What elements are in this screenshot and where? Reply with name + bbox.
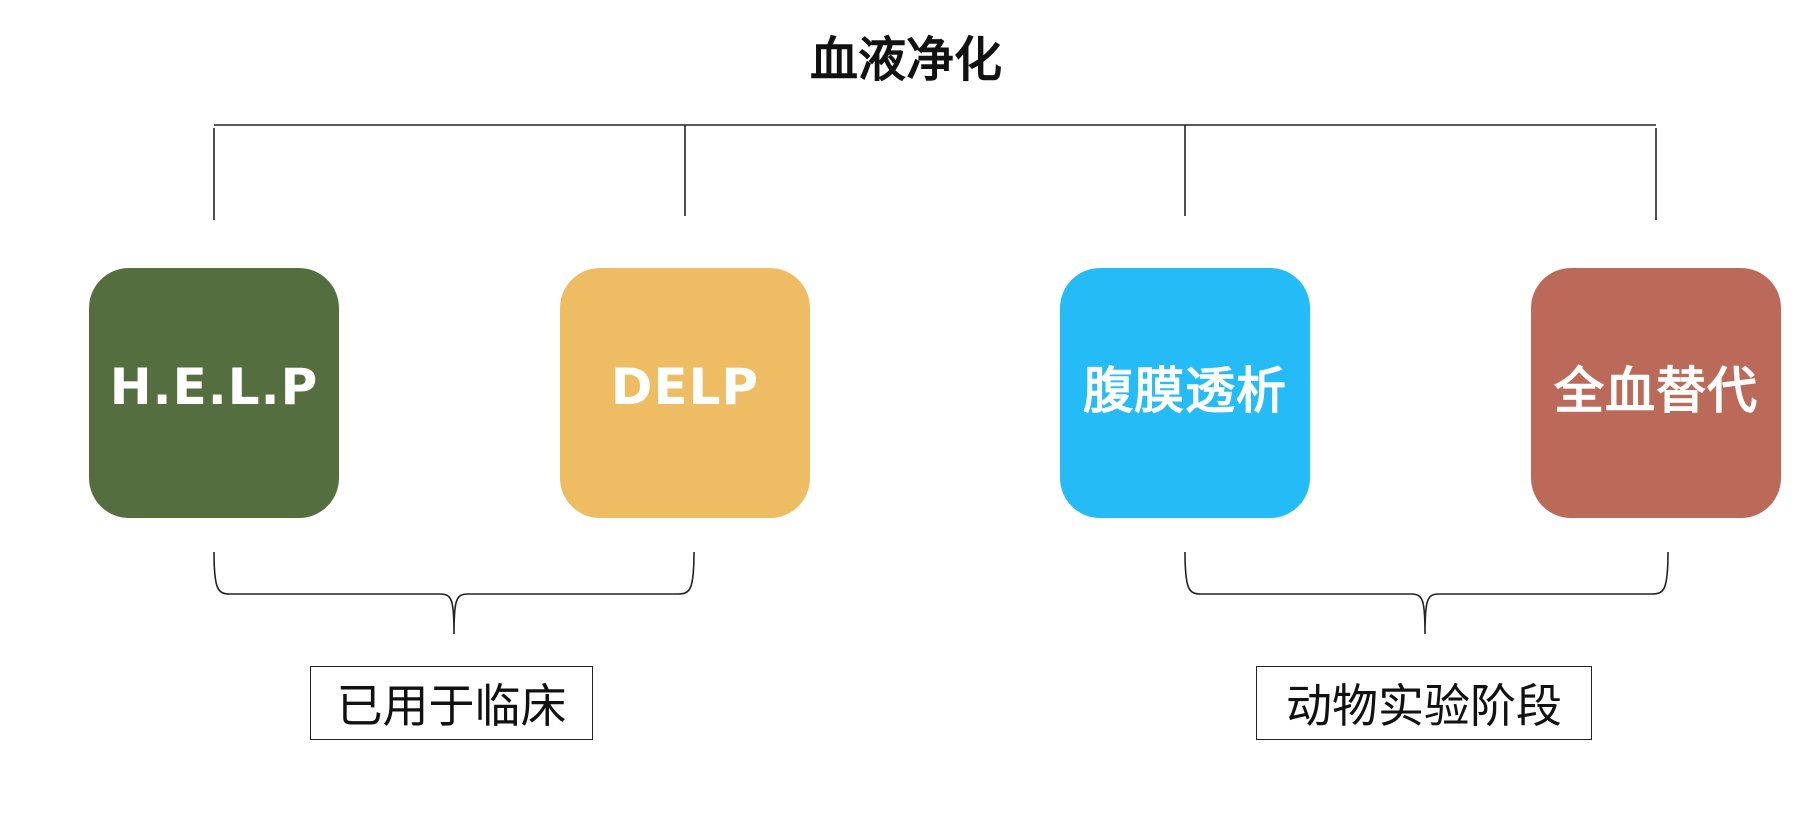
group-label-clinical: 已用于临床	[310, 666, 593, 740]
bottom-brace-left	[213, 551, 695, 635]
method-label: 腹膜透析	[1083, 362, 1287, 420]
method-label: 全血替代	[1554, 362, 1758, 420]
method-box-whole-blood-replacement: 全血替代	[1531, 268, 1781, 518]
bottom-brace-right	[1184, 551, 1669, 635]
method-label: DELP	[610, 358, 760, 416]
method-label: H.E.L.P	[109, 358, 319, 416]
group-label-animal-experiment: 动物实验阶段	[1256, 666, 1592, 740]
method-box-peritoneal-dialysis: 腹膜透析	[1060, 268, 1310, 518]
diagram-title: 血液净化	[809, 32, 1002, 88]
method-box-help: H.E.L.P	[89, 268, 339, 518]
method-box-delp: DELP	[560, 268, 810, 518]
